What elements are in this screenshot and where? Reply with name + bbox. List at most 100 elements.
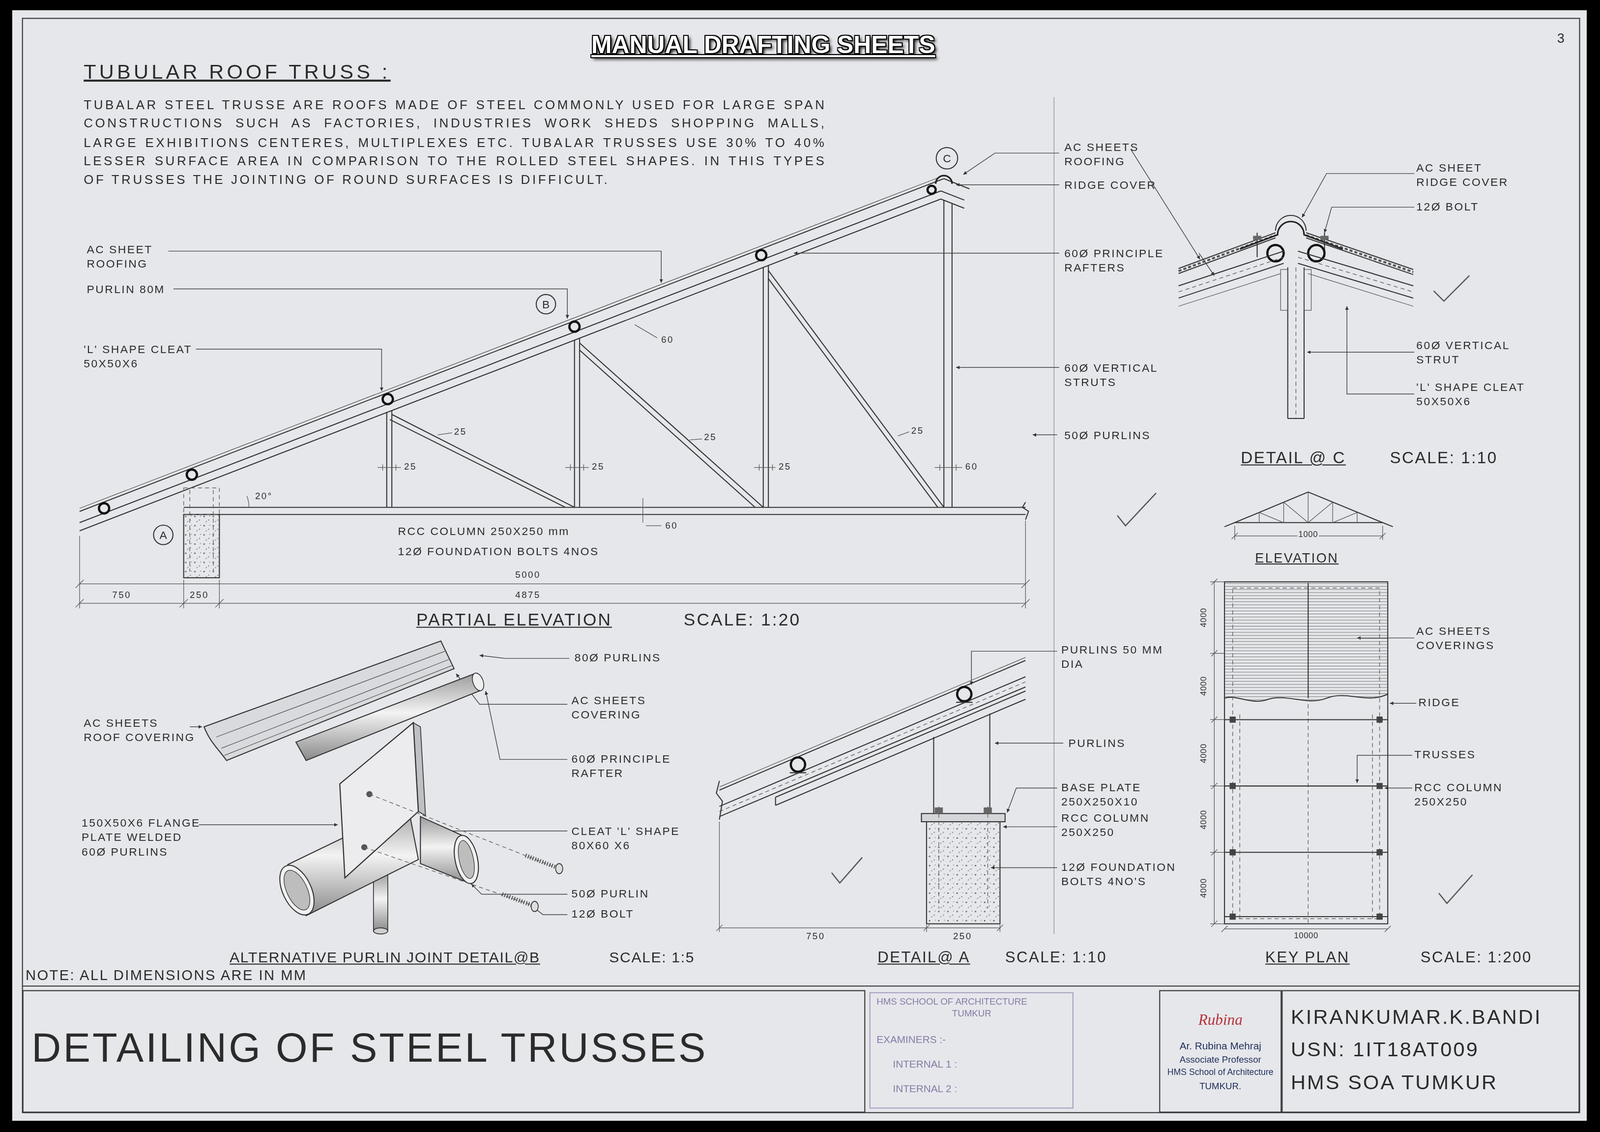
callout-label: RIDGE COVER <box>1064 178 1157 193</box>
title-block-text: HMS SCHOOL OF ARCHITECTURE <box>876 995 1028 1007</box>
key-plan <box>1229 782 1236 789</box>
callout-label: AC SHEETS COVERINGS <box>1416 624 1513 653</box>
ridge-detail <box>1295 267 1297 419</box>
truss-elevation-small <box>1259 492 1358 523</box>
callout-label: 12Ø BOLT <box>1416 200 1479 215</box>
eaves-detail <box>716 780 723 820</box>
dimension: 4000 <box>1198 808 1210 831</box>
truss-elevation <box>183 487 220 515</box>
callout-label: 'L' SHAPE CLEAT 50X50X6 <box>83 342 211 371</box>
leader-lines <box>479 655 570 659</box>
title-block-text: EXAMINERS :- <box>876 1033 946 1046</box>
truss-elevation <box>579 337 581 508</box>
scale-label: SCALE: 1:20 <box>683 609 801 631</box>
eaves-detail <box>775 796 777 806</box>
title-block-text: HMS School of Architecture <box>1167 1067 1274 1077</box>
leader-lines <box>1389 702 1417 703</box>
key-plan <box>1224 694 1388 701</box>
angle-label: 20° <box>255 490 273 502</box>
ridge-detail <box>1287 417 1305 419</box>
truss-elevation <box>183 514 220 578</box>
ridge-detail <box>1252 235 1262 240</box>
ridge-detail <box>1298 257 1414 292</box>
eaves-detail <box>775 690 1026 797</box>
purlin-joint-isometric <box>450 832 483 886</box>
ridge-detail <box>1275 215 1307 231</box>
truss-elevation <box>762 267 764 508</box>
dimension-lines <box>79 602 1026 604</box>
key-plan <box>1229 716 1236 723</box>
ridge-detail <box>1280 269 1288 311</box>
ridge-detail <box>1298 263 1414 299</box>
ridge-detail <box>1178 232 1276 269</box>
callout-label: CLEAT 'L' SHAPE 80X60 X6 <box>571 824 699 853</box>
eaves-detail <box>719 681 1026 812</box>
truss-elevation <box>579 349 756 508</box>
key-plan <box>1239 714 1373 919</box>
sheet-paper <box>12 10 1587 1121</box>
leader-lines <box>168 251 662 283</box>
leader-lines <box>189 726 203 727</box>
dimension-lines <box>75 579 1030 608</box>
ridge-detail <box>1306 232 1414 270</box>
leader-lines <box>168 148 1417 915</box>
title-block-text: HMS SOA TUMKUR <box>1290 1070 1498 1095</box>
callout-label: 60Ø PRINCIPLE RAFTER <box>571 752 699 781</box>
truss-elevation <box>189 489 190 572</box>
dimension: 4000 <box>1198 674 1210 697</box>
callout-label: TRUSSES <box>1414 748 1476 763</box>
dimension-lines <box>183 579 184 609</box>
truss-elevation <box>79 190 941 523</box>
truss-elevation <box>940 190 965 201</box>
purlin-joint-isometric <box>364 846 533 905</box>
view-title: PARTIAL ELEVATION <box>416 609 612 631</box>
title-block-text: INTERNAL 1 : <box>892 1058 958 1071</box>
callout-label: RCC COLUMN 250X250 <box>1414 780 1517 809</box>
purlin-joint-isometric <box>373 927 388 934</box>
callout-label: 12Ø FOUNDATION BOLTS 4NOS <box>398 544 600 559</box>
eaves-detail <box>789 701 973 773</box>
key-plan <box>1214 581 1215 924</box>
callout-letter: C <box>942 151 952 165</box>
title-block-text: KIRANKUMAR.K.BANDI <box>1290 1005 1542 1029</box>
dimension: 250 <box>189 589 209 602</box>
truss-elevation <box>935 175 953 184</box>
ridge-detail <box>1178 237 1276 274</box>
truss-elevation <box>79 199 941 531</box>
callout-label: 'L' SHAPE CLEAT 50X50X6 <box>1416 380 1544 409</box>
purlin-joint-isometric <box>278 866 316 914</box>
eaves-detail <box>934 807 944 814</box>
eaves-detail <box>790 756 806 772</box>
key-plan <box>1376 716 1383 723</box>
leader-lines <box>1302 173 1415 218</box>
truss-elevation <box>1022 501 1029 520</box>
purlin-joint-isometric <box>455 838 478 880</box>
dimension: 25 <box>703 431 717 443</box>
dimension-lines <box>1025 520 1026 609</box>
view-title: ALTERNATIVE PURLIN JOINT DETAIL@B <box>229 947 541 967</box>
key-plan <box>1229 848 1236 855</box>
title-block-text: Associate Professor <box>1179 1053 1262 1065</box>
callout-label: PURLIN 80M <box>86 282 165 297</box>
key-plan <box>1210 581 1225 924</box>
purlin-joint-isometric <box>525 855 557 868</box>
leader-lines <box>1032 434 1058 436</box>
detail-callout-circle: C <box>935 146 959 170</box>
truss-elevation <box>391 409 393 507</box>
truss-elevation <box>389 419 566 508</box>
view-title: ELEVATION <box>1254 550 1339 567</box>
truss-elevation <box>574 339 576 507</box>
banner-title: MANUAL DRAFTING SHEETS <box>591 29 935 60</box>
truss-elevation-small <box>1224 492 1394 527</box>
title-block-text: Rubina <box>1198 1011 1243 1029</box>
truss-elevation <box>212 489 214 572</box>
view-title: DETAIL @ C <box>1240 447 1346 469</box>
callout-label: AC SHEETS COVERING <box>571 694 674 723</box>
leader-lines <box>994 742 1064 743</box>
leader-lines <box>793 252 1060 254</box>
dimension: 60 <box>965 461 979 473</box>
sheet-paper <box>12 10 1587 1121</box>
callout-label: 60Ø VERTICAL STRUTS <box>1064 361 1182 390</box>
ridge-detail <box>1320 235 1329 240</box>
dimension-lines <box>634 324 658 338</box>
